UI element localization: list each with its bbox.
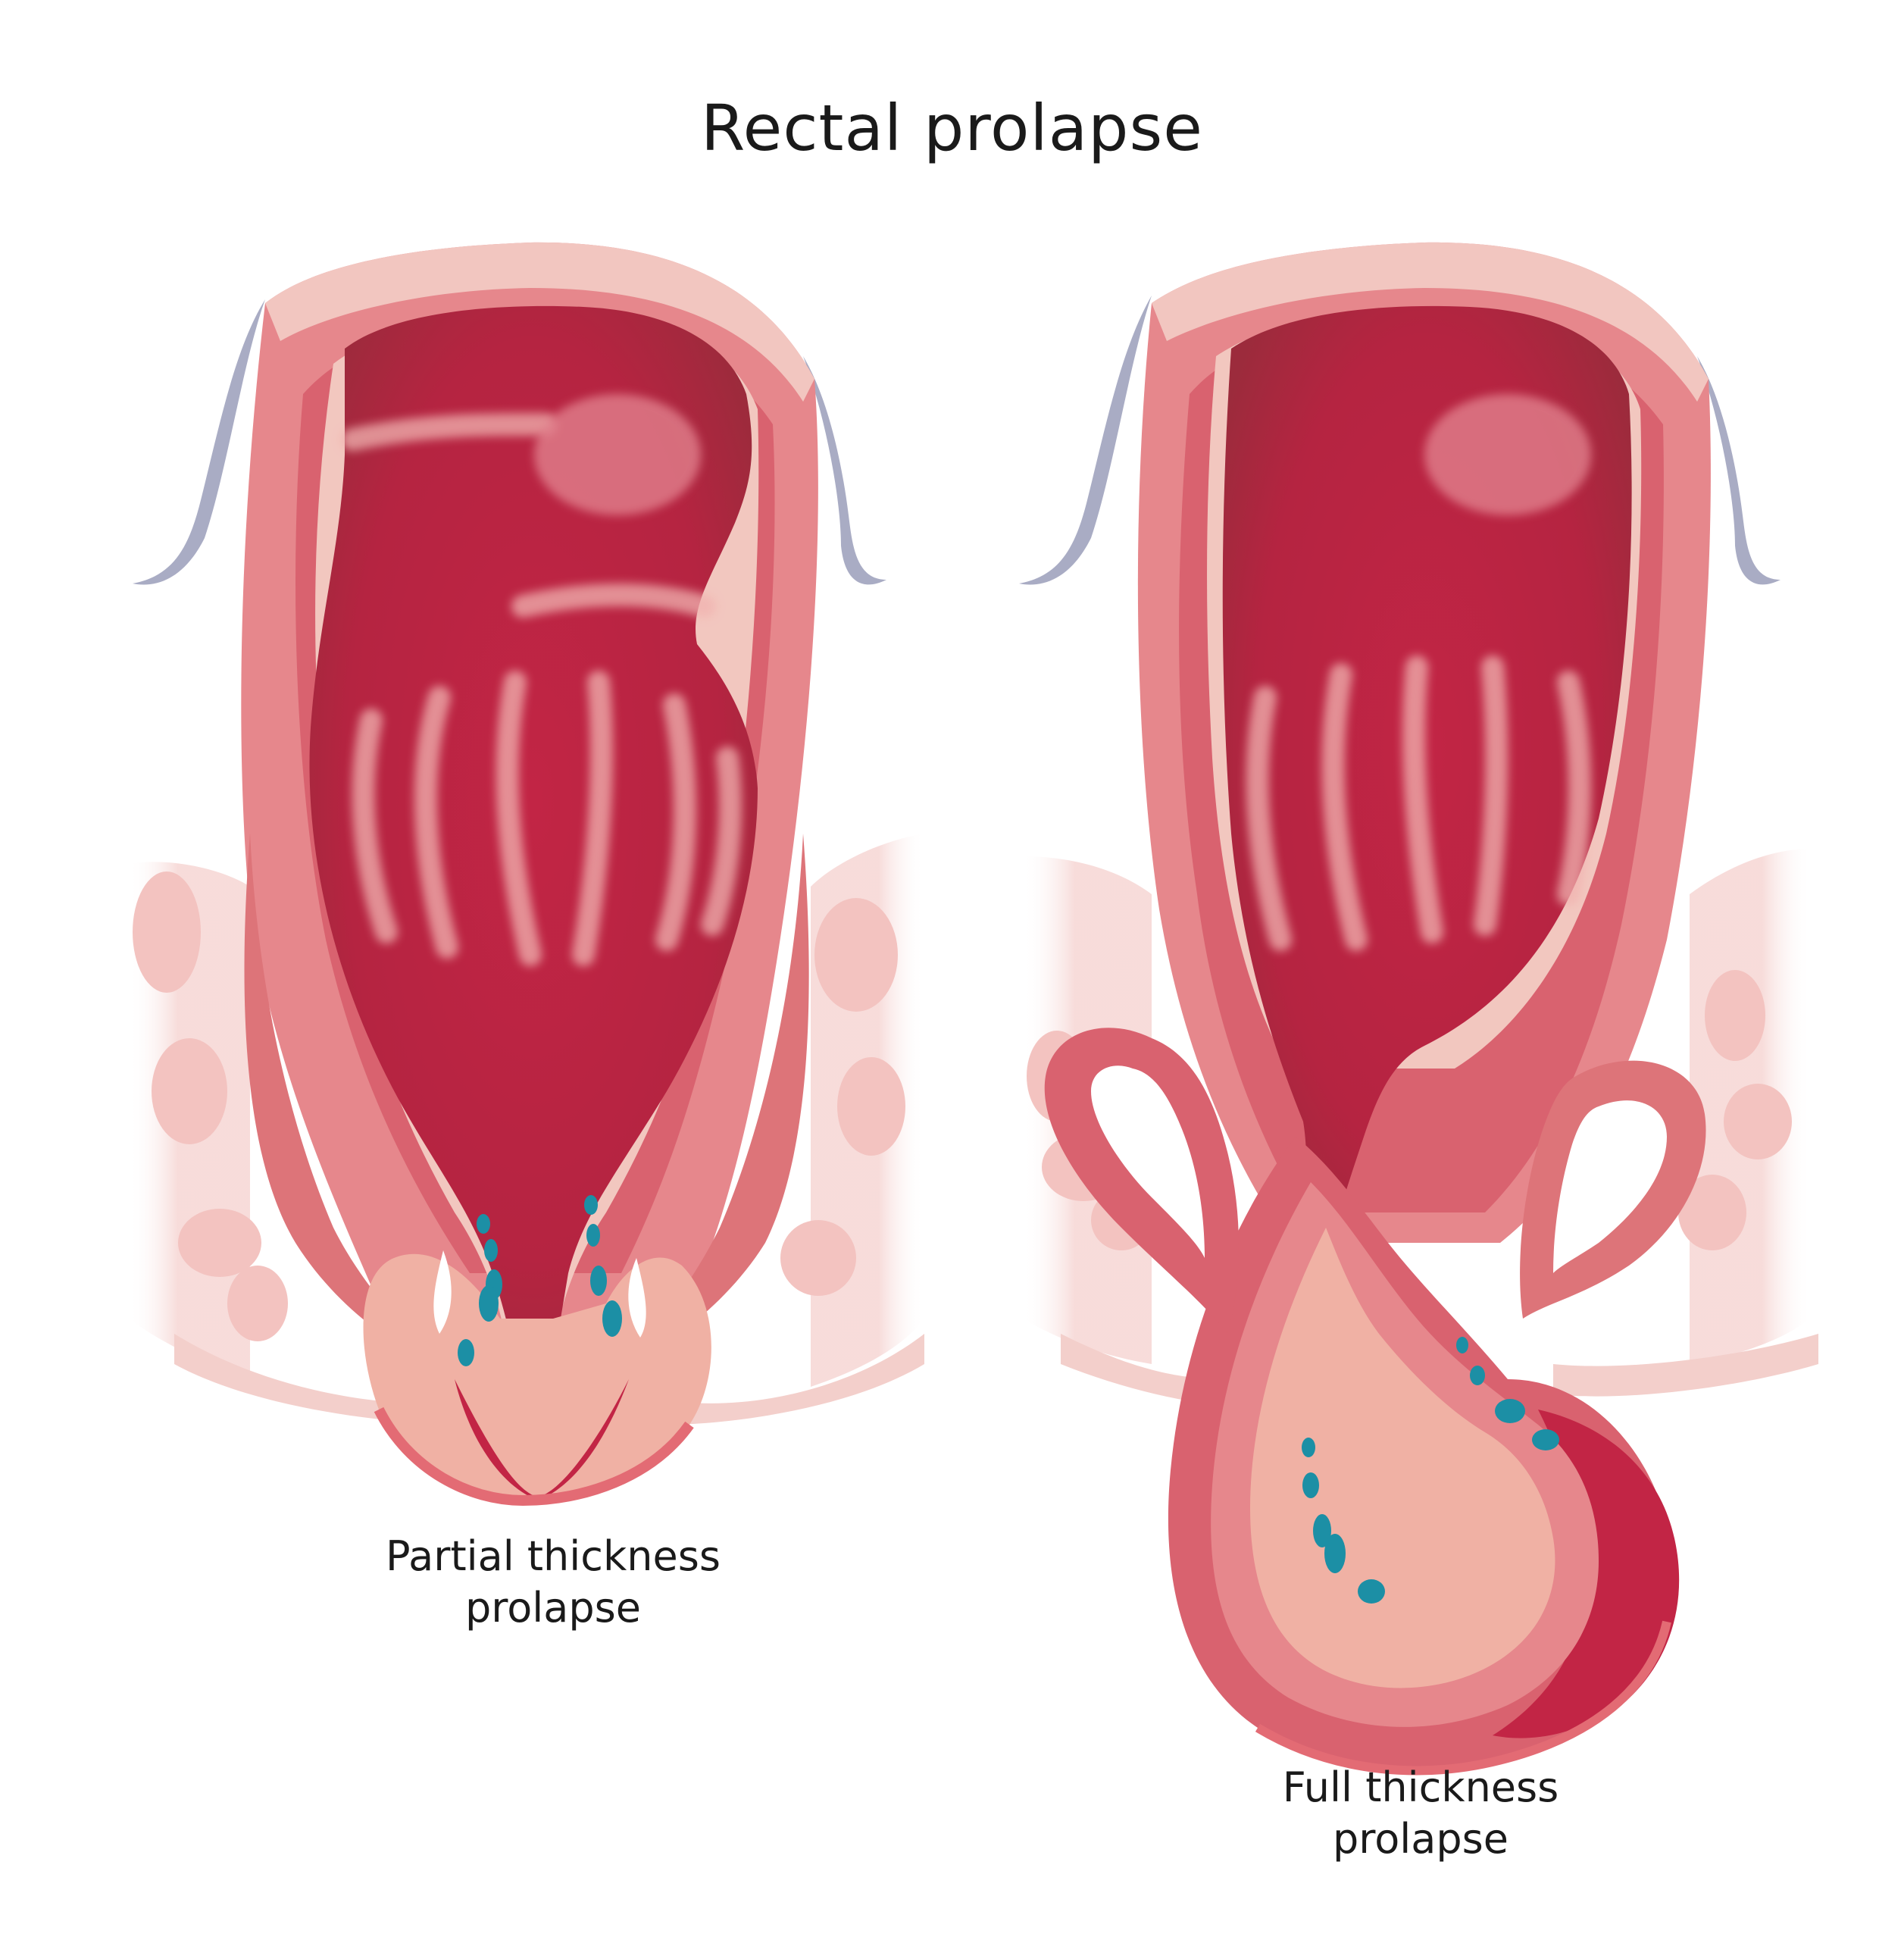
caption-line: prolapse xyxy=(464,1584,642,1632)
prolapse-rim-2 xyxy=(1255,1620,1671,1776)
ischioanal-right xyxy=(621,834,809,1364)
peritoneum-right-2 xyxy=(1697,356,1781,585)
mucosal-folds xyxy=(341,413,742,966)
everted-loop-left-inner xyxy=(1091,1065,1205,1258)
fold-highlight-top xyxy=(534,394,701,515)
rectal-lumen xyxy=(309,305,758,1403)
wall-cut-edge xyxy=(265,242,814,402)
fat-lobules-left xyxy=(133,871,905,1341)
fold-highlight-top-2 xyxy=(1424,394,1591,515)
caption-full-thickness: Full thickness prolapse xyxy=(1186,1762,1655,1865)
peritoneum-left xyxy=(133,299,265,585)
everted-loop-right-inner xyxy=(1553,1100,1667,1273)
peritoneum-right xyxy=(803,356,886,585)
caption-line: Partial thickness xyxy=(386,1532,721,1580)
prolapse-mucosa-tip xyxy=(455,1379,629,1500)
caption-line: prolapse xyxy=(1332,1815,1509,1863)
prolapse-core xyxy=(1250,1228,1555,1688)
caption-line: Full thickness xyxy=(1282,1763,1559,1811)
hemorrhoidal-vessels-left xyxy=(458,1195,622,1366)
caption-partial-thickness: Partial thickness prolapse xyxy=(326,1531,780,1634)
anal-notch-right xyxy=(628,1258,646,1338)
diagram-title: Rectal prolapse xyxy=(701,91,1203,165)
partial-prolapse-figure xyxy=(129,242,924,1507)
mucosal-folds-2 xyxy=(1246,656,1591,951)
prolapse-mass-left xyxy=(363,1253,711,1500)
hemorrhoidal-vessels-right xyxy=(1302,1337,1559,1604)
ischioanal-left xyxy=(244,834,439,1364)
peritoneum-left-2 xyxy=(1019,296,1152,585)
wall-cut-edge-2 xyxy=(1152,242,1709,402)
full-prolapse-figure xyxy=(1019,242,1818,1776)
prolapse-rim xyxy=(374,1406,694,1507)
anal-notch-left xyxy=(433,1250,452,1334)
perineal-band-3 xyxy=(1553,1334,1818,1397)
perineal-band xyxy=(174,1334,924,1425)
